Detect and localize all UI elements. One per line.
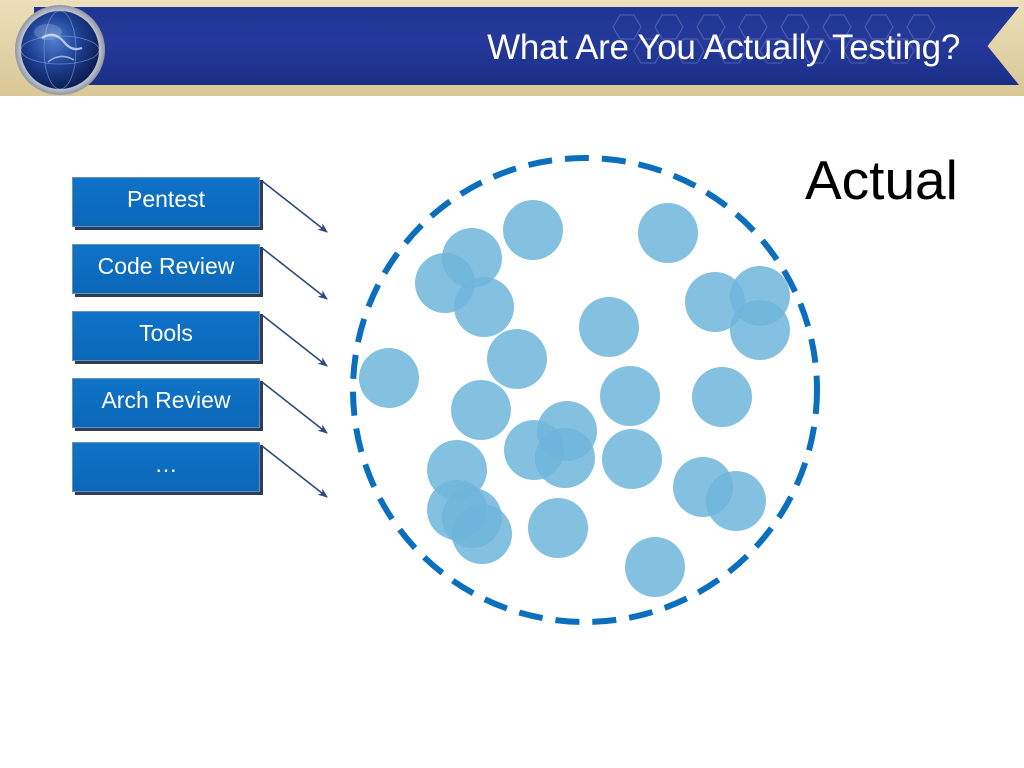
bubble (602, 429, 662, 489)
bubble (454, 277, 514, 337)
method-box-more[interactable]: … (72, 442, 260, 492)
slide-title: What Are You Actually Testing? (487, 28, 960, 67)
bubble (579, 297, 639, 357)
bubble (535, 428, 595, 488)
method-box-arch-review[interactable]: Arch Review (72, 378, 260, 428)
actual-boundary (350, 155, 820, 625)
bubble (685, 272, 745, 332)
bubble (528, 498, 588, 558)
actual-label: Actual (805, 149, 958, 211)
bubble (730, 300, 790, 360)
arrow-arch-review (261, 381, 328, 434)
bubble (692, 367, 752, 427)
arrow-more (261, 445, 328, 498)
bubble (451, 380, 511, 440)
wasp-globe-logo-icon (15, 5, 105, 95)
arrow-tools (261, 314, 328, 367)
method-box-code-review[interactable]: Code Review (72, 244, 260, 294)
bubble (706, 471, 766, 531)
bubble (452, 504, 512, 564)
bubble (625, 537, 685, 597)
bubble (600, 366, 660, 426)
hexagon-pattern-icon (612, 14, 936, 64)
method-box-pentest[interactable]: Pentest (72, 177, 260, 227)
bubble (503, 200, 563, 260)
header-bar (34, 7, 1019, 85)
arrow-pentest (261, 180, 328, 233)
arrow-code-review (261, 247, 328, 300)
bubble (638, 203, 698, 263)
method-box-tools[interactable]: Tools (72, 311, 260, 361)
bubble (487, 329, 547, 389)
bubble (359, 348, 419, 408)
